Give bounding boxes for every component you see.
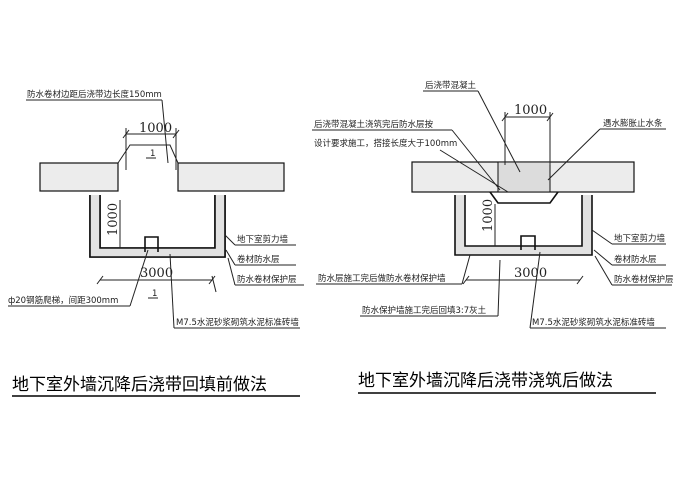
right-dim-top: 1000 [514, 103, 547, 118]
left-dim-top: 1000 [139, 121, 172, 136]
left-slab-right [177, 162, 285, 192]
left-brick-note: M7.5水泥砂浆砌筑水泥标准砖墙 [176, 317, 299, 328]
right-dim-side: 1000 [481, 199, 496, 232]
left-dim-side: 1000 [106, 203, 121, 236]
right-brick-note: M7.5水泥砂浆砌筑水泥标准砖墙 [532, 317, 655, 328]
left-section-mark-bottom: 1 [152, 289, 157, 299]
right-wall-label-3: 防水卷材保护层 [614, 274, 674, 285]
right-waterstop-note: 遇水膨胀止水条 [603, 118, 663, 129]
left-rebar-note: ф20钢筋爬梯，间距300mm [8, 295, 118, 306]
right-concrete-note: 后浇带混凝土 [425, 80, 477, 91]
left-wall-label-1: 地下室剪力墙 [237, 234, 289, 245]
left-caption: 地下室外墙沉降后浇带回填前做法 [12, 375, 267, 395]
right-wall-label-2: 卷材防水层 [614, 254, 657, 265]
left-section-mark-top: 1 [150, 149, 155, 159]
right-caption: 地下室外墙沉降后浇带浇筑后做法 [358, 371, 613, 391]
right-dim-bottom: 3000 [514, 266, 547, 281]
right-pit-walls [454, 195, 593, 256]
right-backfill-note: 防水保护墙施工完后回填3:7灰土 [362, 305, 487, 316]
left-wall-label-3: 防水卷材保护层 [237, 274, 297, 285]
right-pour-note-2: 设计要求施工，搭接长度大于100mm [314, 138, 457, 149]
right-wall-label-1: 地下室剪力墙 [614, 233, 666, 244]
right-pour-note-1: 后浇带混凝土浇筑完后防水层按 [314, 119, 434, 130]
left-wall-label-2: 卷材防水层 [237, 254, 280, 265]
left-slab-left [39, 162, 119, 192]
left-top-note: 防水卷材边距后浇带边长度150mm [27, 89, 162, 100]
right-rebar-ladder [520, 235, 536, 250]
right-detail: 1000 1000 3000 后浇带混凝土 后浇带混凝土浇筑完后防水层按 设计要… [312, 80, 674, 394]
left-dim-bottom: 3000 [140, 266, 173, 281]
right-pour-key [489, 191, 559, 204]
right-pour-band [497, 161, 551, 193]
left-detail: 1000 1000 1 3000 1 防水卷材边距后浇带边长度150mm ф20… [8, 89, 304, 397]
left-gap-opening [117, 144, 179, 164]
right-protect-wall-note: 防水层施工完后做防水卷材保护墙 [318, 273, 446, 284]
left-rebar-ladder [144, 236, 159, 252]
